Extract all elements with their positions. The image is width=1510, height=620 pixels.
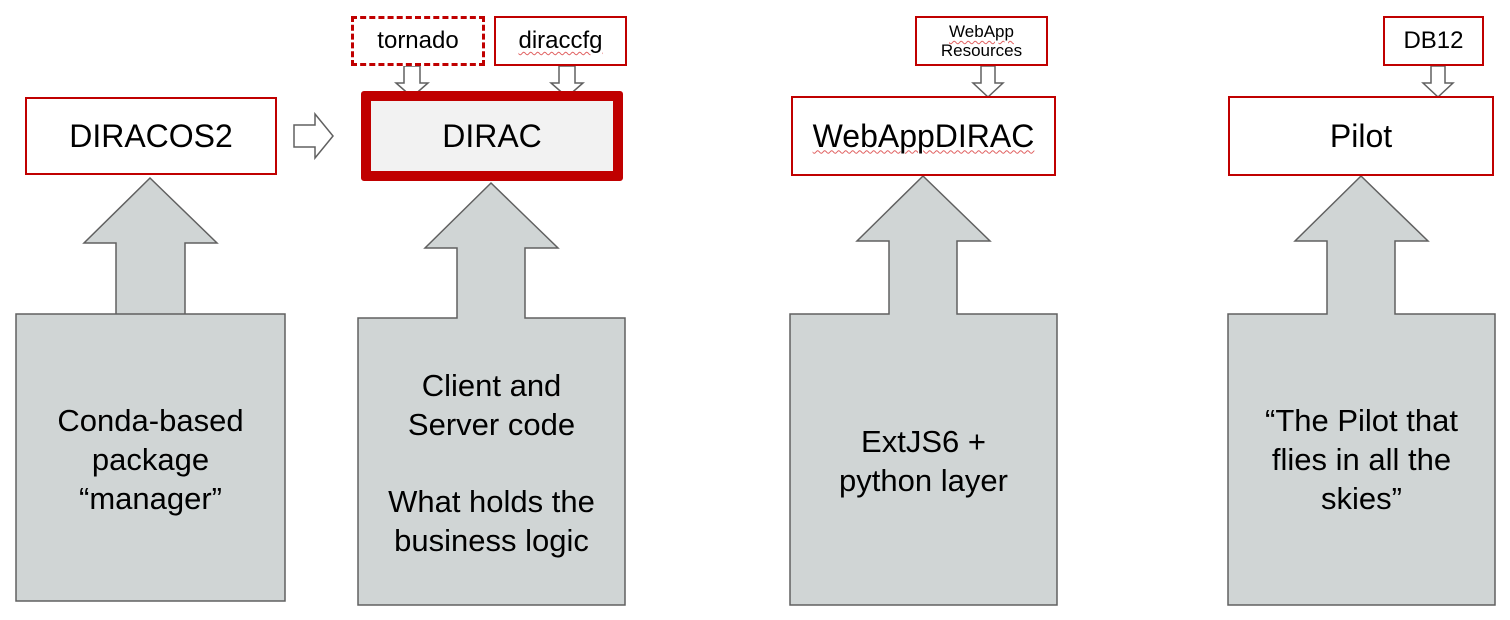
- db12-label: DB12: [1403, 27, 1464, 54]
- pilot-description-line-1: “The Pilot that: [1265, 402, 1458, 438]
- diracos2-label: DIRACOS2: [69, 117, 233, 154]
- tornado-box: tornado: [351, 16, 485, 66]
- resources-label: Resources: [940, 41, 1023, 60]
- pilot-box: Pilot: [1228, 96, 1494, 176]
- dirac-description-line-4: business logic: [394, 523, 589, 558]
- webapp-label: WebApp: [949, 22, 1014, 41]
- big-arrow-diracos2: [15, 176, 286, 602]
- diracos2-description-line-2: package: [91, 441, 210, 477]
- down-arrow-icon-webapp-resources: [971, 65, 1005, 99]
- down-arrow-icon-diraccfg: [549, 65, 585, 98]
- diracos2-description-line-3: “manager”: [79, 480, 222, 516]
- webappdirac-description: ExtJS6 + python layer: [790, 421, 1057, 501]
- webapp-resources-box: WebApp Resources: [915, 16, 1048, 66]
- diraccfg-label: diraccfg: [518, 27, 603, 54]
- dirac-description-line-3: What holds the: [388, 484, 595, 519]
- pilot-description: “The Pilot that flies in all the skies”: [1228, 400, 1495, 518]
- big-arrow-webappdirac: [789, 174, 1058, 606]
- webappdirac-label: WebAppDIRAC: [812, 117, 1035, 154]
- tornado-label: tornado: [377, 27, 459, 54]
- pilot-description-line-2: flies in all the: [1271, 441, 1452, 477]
- down-arrow-icon-tornado: [394, 65, 430, 98]
- diracos2-box: DIRACOS2: [25, 97, 277, 175]
- diracos2-description: Conda-based package “manager”: [16, 400, 285, 518]
- down-arrow-icon-db12: [1421, 65, 1455, 99]
- big-arrow-pilot: [1227, 174, 1496, 606]
- big-arrow-dirac: [357, 181, 626, 606]
- webappdirac-box: WebAppDIRAC: [791, 96, 1056, 176]
- webappdirac-description-line-1: ExtJS6 +: [861, 424, 986, 459]
- pilot-label: Pilot: [1329, 117, 1393, 154]
- dirac-description-line-2: Server code: [407, 407, 576, 442]
- db12-box: DB12: [1383, 16, 1484, 66]
- dirac-description: Client and Server code What holds the bu…: [358, 366, 625, 560]
- diraccfg-box: diraccfg: [494, 16, 627, 66]
- dirac-label: DIRAC: [442, 117, 542, 154]
- dirac-description-line-1: Client and: [421, 368, 562, 403]
- dirac-box: DIRAC: [361, 91, 623, 181]
- diracos2-description-line-1: Conda-based: [57, 402, 244, 438]
- webappdirac-description-line-2: python layer: [839, 463, 1008, 498]
- pilot-description-line-3: skies”: [1321, 480, 1402, 516]
- right-arrow-icon: [293, 111, 334, 161]
